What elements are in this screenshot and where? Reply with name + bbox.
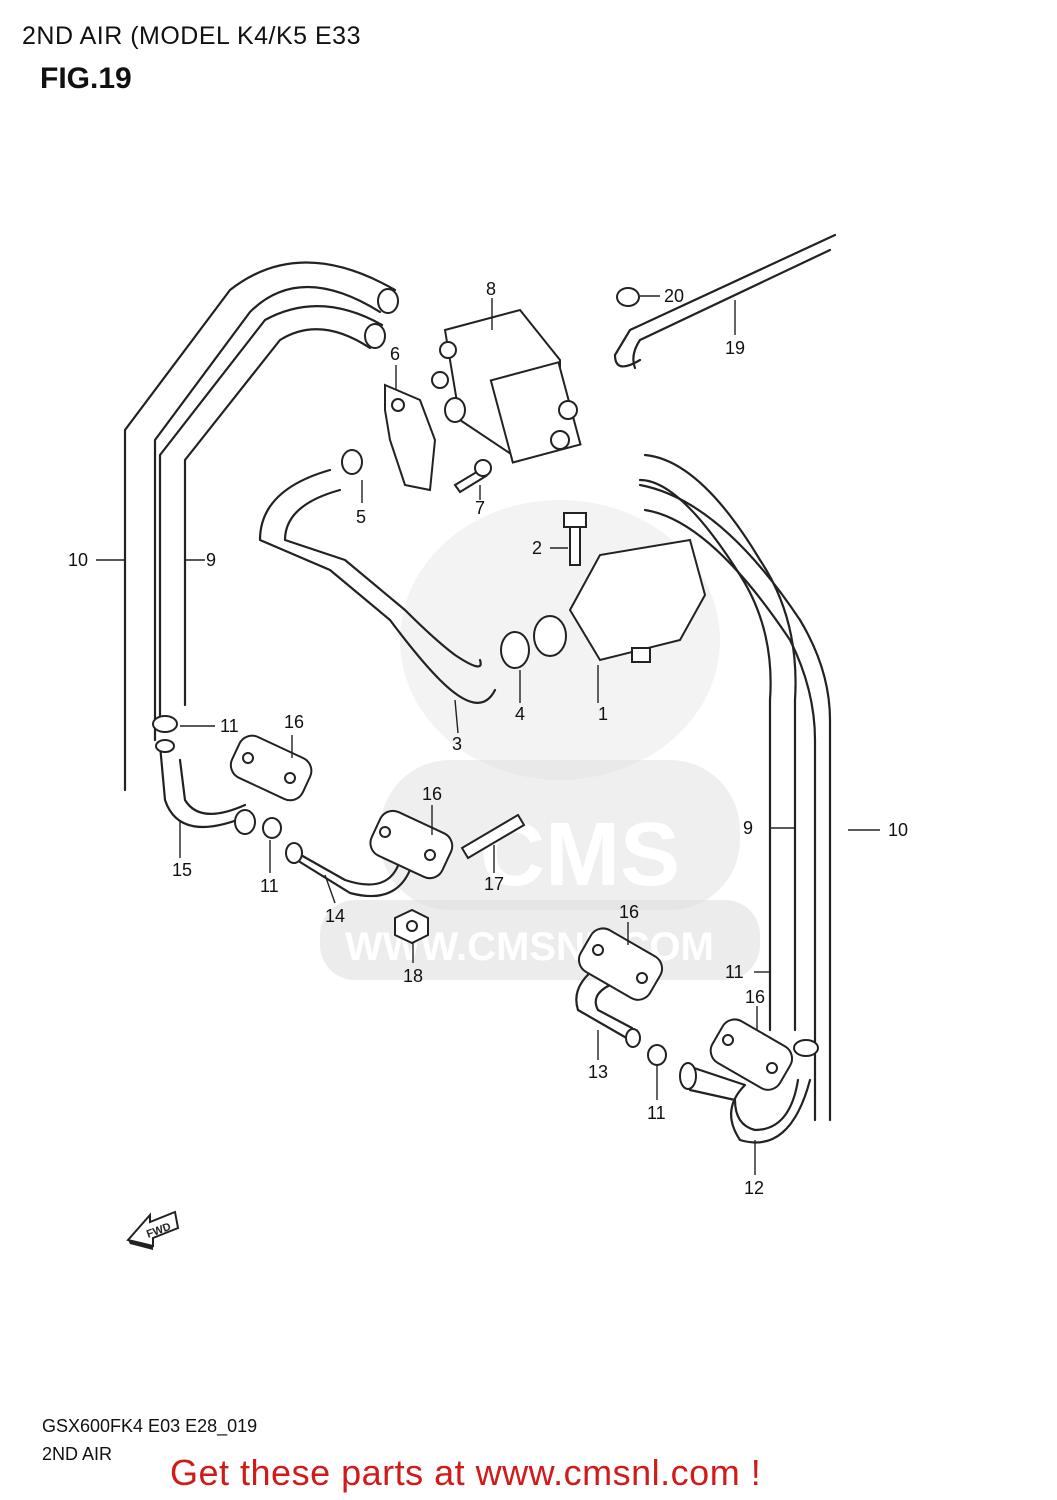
clamp-11-b xyxy=(262,817,282,839)
reed-valve-8 xyxy=(431,308,582,464)
callout-20: 20 xyxy=(664,286,684,306)
callout-18: 18 xyxy=(403,966,423,986)
diagram-subtitle: 2ND AIR xyxy=(42,1444,113,1464)
case-1 xyxy=(533,538,707,663)
hose-left-pair xyxy=(123,261,399,792)
callout-10-left: 10 xyxy=(68,550,88,570)
pipe-13 xyxy=(575,963,641,1048)
pipe-15 xyxy=(155,739,256,835)
callout-16-d: 16 xyxy=(745,987,765,1007)
callout-11-a: 11 xyxy=(220,716,239,736)
callout-13: 13 xyxy=(588,1062,608,1082)
callout-19: 19 xyxy=(725,338,745,358)
hose-right-pair xyxy=(638,453,832,1122)
callout-16-c: 16 xyxy=(619,902,639,922)
diagram-code: GSX600FK4 E03 E28_019 xyxy=(42,1416,258,1436)
stud-17 xyxy=(460,813,526,860)
bolt-2 xyxy=(563,512,587,566)
callout-2: 2 xyxy=(532,538,542,558)
hose-19 xyxy=(613,233,837,370)
callout-8: 8 xyxy=(486,279,496,299)
callout-11-c: 11 xyxy=(647,1103,666,1123)
clamp-11-d xyxy=(793,1039,819,1057)
clamp-20 xyxy=(616,287,640,307)
clamp-11-a xyxy=(152,715,178,733)
callout-15: 15 xyxy=(172,860,192,880)
callout-14: 14 xyxy=(325,906,345,926)
fwd-arrow-icon: FWD xyxy=(126,1210,180,1250)
gasket-16-a xyxy=(229,734,313,802)
callout-11-b: 11 xyxy=(260,876,279,896)
gasket-16-d xyxy=(709,1018,794,1091)
hose-3 xyxy=(258,468,497,704)
callout-9-right: 9 xyxy=(743,818,753,838)
figure-number: FIG.19 xyxy=(40,62,132,95)
bolt-7 xyxy=(453,459,492,494)
cta-link[interactable]: Get these parts at www.cmsnl.com ! xyxy=(170,1452,762,1493)
clamp-11-c xyxy=(647,1044,667,1066)
callout-16-b: 16 xyxy=(422,784,442,804)
callout-16-a: 16 xyxy=(284,712,304,732)
callout-7: 7 xyxy=(475,498,485,518)
callout-3: 3 xyxy=(452,734,462,754)
callout-10-right: 10 xyxy=(888,820,908,840)
callout-6: 6 xyxy=(390,344,400,364)
callout-11-d: 11 xyxy=(725,962,744,982)
pipe-14 xyxy=(285,842,412,898)
gasket-16-c xyxy=(577,927,664,1001)
clamp-5 xyxy=(341,449,363,475)
callout-17: 17 xyxy=(484,874,504,894)
callout-1: 1 xyxy=(598,704,608,724)
callout-9-left: 9 xyxy=(206,550,216,570)
callout-labels: 1 2 3 4 5 6 7 8 9 9 10 10 11 11 11 11 12… xyxy=(68,279,908,1198)
nut-18 xyxy=(394,908,429,945)
callout-12: 12 xyxy=(744,1178,764,1198)
callout-4: 4 xyxy=(515,704,525,724)
bracket-6 xyxy=(384,383,437,492)
pipe-12 xyxy=(679,1062,812,1144)
clamp-4 xyxy=(500,631,530,669)
callout-5: 5 xyxy=(356,507,366,527)
leader-lines xyxy=(96,295,880,1175)
page-title: 2ND AIR (MODEL K4/K5 E33 xyxy=(22,22,361,50)
